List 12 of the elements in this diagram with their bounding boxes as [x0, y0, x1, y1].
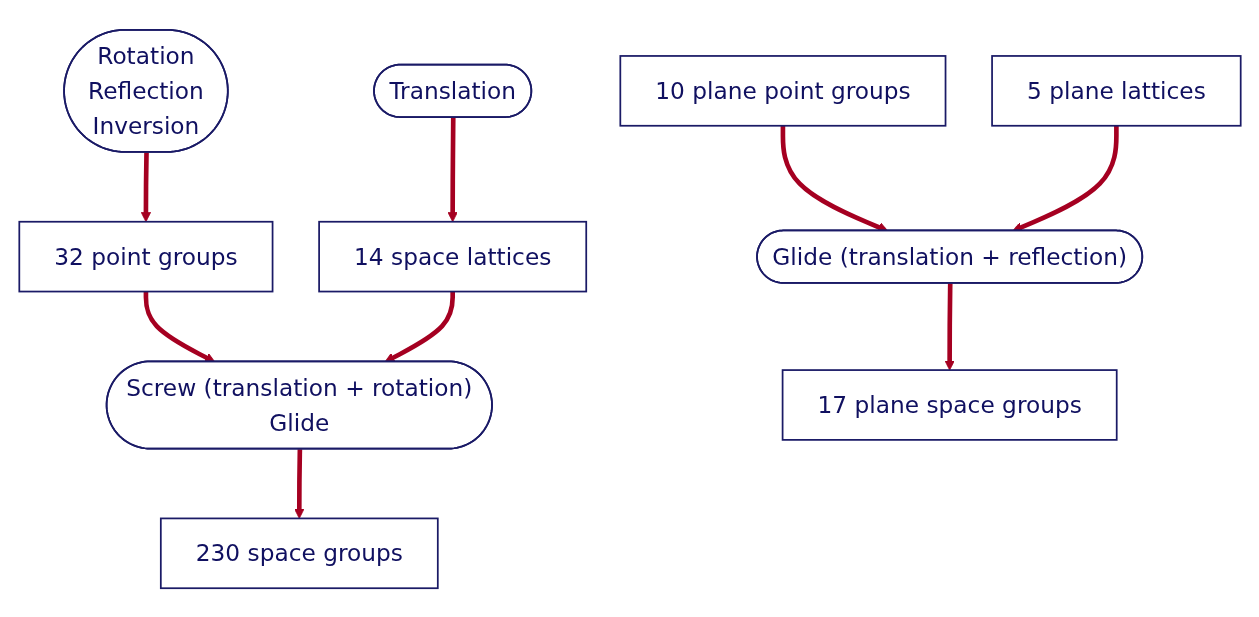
node-box: 17 plane space groups — [781, 368, 1118, 441]
arrow — [944, 282, 955, 371]
arrow — [143, 291, 215, 362]
node-box: 32 point groups — [17, 220, 273, 292]
arrow — [140, 152, 151, 222]
node-box: 5 plane lattices — [990, 54, 1242, 127]
node-box: 14 space lattices — [317, 220, 587, 292]
arrow — [384, 291, 455, 362]
node-box: 230 space groups — [159, 517, 439, 589]
arrow — [293, 448, 304, 519]
node-box: 10 plane point groups — [618, 54, 946, 127]
arrow — [447, 117, 458, 222]
